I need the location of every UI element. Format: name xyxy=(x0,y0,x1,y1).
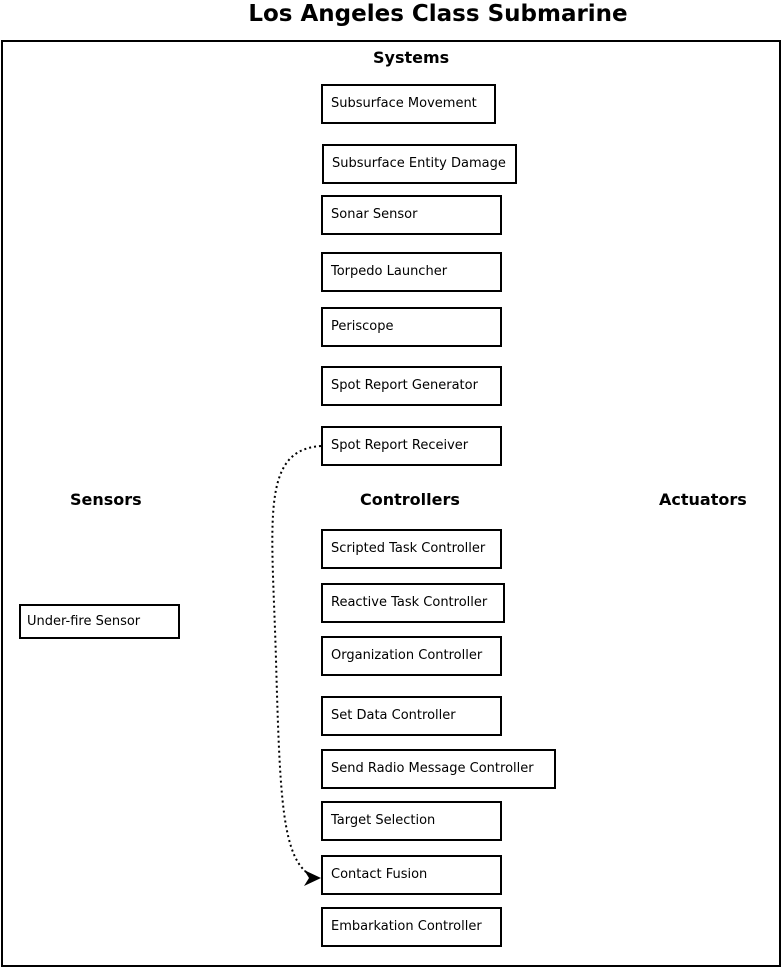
system-box-torpedo-launcher: Torpedo Launcher xyxy=(321,252,502,292)
controller-box-reactive-task-controller: Reactive Task Controller xyxy=(321,583,505,623)
sensor-box-under-fire-sensor: Under-fire Sensor xyxy=(19,604,180,639)
system-box-sonar-sensor: Sonar Sensor xyxy=(321,195,502,235)
controller-box-organization-controller: Organization Controller xyxy=(321,636,502,676)
system-box-subsurface-movement: Subsurface Movement xyxy=(321,84,496,124)
diagram-frame xyxy=(1,40,781,967)
controller-box-target-selection: Target Selection xyxy=(321,801,502,841)
diagram-title: Los Angeles Class Submarine xyxy=(248,1,628,27)
controller-box-set-data-controller: Set Data Controller xyxy=(321,696,502,736)
system-box-spot-report-receiver: Spot Report Receiver xyxy=(321,426,502,466)
section-label-controllers: Controllers xyxy=(360,490,460,509)
section-label-systems: Systems xyxy=(373,48,450,67)
section-label-actuators: Actuators xyxy=(659,490,747,509)
system-box-subsurface-entity-damage: Subsurface Entity Damage xyxy=(322,144,517,184)
system-box-periscope: Periscope xyxy=(321,307,502,347)
controller-box-send-radio-message-controller: Send Radio Message Controller xyxy=(321,749,556,789)
system-box-spot-report-generator: Spot Report Generator xyxy=(321,366,502,406)
controller-box-contact-fusion: Contact Fusion xyxy=(321,855,502,895)
controller-box-scripted-task-controller: Scripted Task Controller xyxy=(321,529,502,569)
controller-box-embarkation-controller: Embarkation Controller xyxy=(321,907,502,947)
section-label-sensors: Sensors xyxy=(70,490,142,509)
